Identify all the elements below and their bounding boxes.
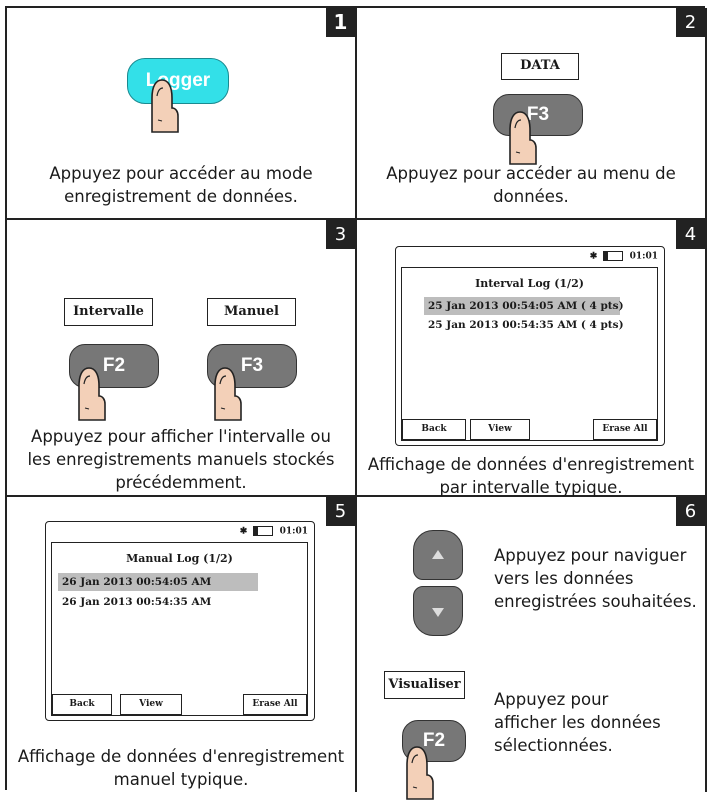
caption-line: Appuyez pour afficher l'intervalle ou bbox=[31, 427, 331, 446]
manuel-softkey-label: Manuel bbox=[207, 298, 296, 326]
panel-caption: Appuyez pour afficher l'intervalle ou le… bbox=[7, 425, 355, 494]
text-line: Appuyez pour naviguer bbox=[494, 546, 687, 565]
device-screen: ✱ 01:01 Manual Log (1/2) 26 Jan 2013 00:… bbox=[45, 521, 315, 721]
panel-number: 4 bbox=[676, 220, 705, 249]
finger-icon bbox=[78, 367, 106, 421]
log-list: Interval Log (1/2) 25 Jan 2013 00:54:05 … bbox=[401, 267, 658, 441]
panel-1: 1 Logger Appuyez pour accéder au mode en… bbox=[7, 8, 357, 220]
data-softkey-label: DATA bbox=[501, 53, 579, 80]
finger-icon bbox=[151, 79, 179, 133]
caption-line: précédemment. bbox=[115, 473, 247, 492]
log-entry[interactable]: 25 Jan 2013 00:54:35 AM ( 4 pts) bbox=[428, 319, 624, 331]
device-screen: ✱ 01:01 Interval Log (1/2) 25 Jan 2013 0… bbox=[395, 246, 665, 446]
panel-caption: Affichage de données d'enregistrement pa… bbox=[357, 453, 705, 499]
f2-key-label: F2 bbox=[422, 730, 446, 751]
navigation-instructions: Appuyez pour naviguer vers les données e… bbox=[494, 544, 697, 613]
back-softkey[interactable]: Back bbox=[52, 694, 112, 715]
caption-line: enregistrement de données. bbox=[64, 187, 298, 206]
status-bar: ✱ 01:01 bbox=[590, 251, 658, 262]
text-line: Appuyez pour bbox=[494, 690, 609, 709]
finger-icon bbox=[214, 367, 242, 421]
triangle-down-icon bbox=[432, 608, 444, 617]
erase-all-softkey[interactable]: Erase All bbox=[243, 694, 307, 715]
f3-key[interactable]: F3 bbox=[493, 94, 583, 136]
caption-line: les enregistrements manuels stockés bbox=[27, 450, 335, 469]
panel-caption: Appuyez pour accéder au mode enregistrem… bbox=[7, 162, 355, 208]
panel-2: 2 DATA F3 Appuyez pour accéder au menu d… bbox=[357, 8, 707, 220]
log-entry-selected[interactable]: 26 Jan 2013 00:54:05 AM bbox=[58, 573, 258, 591]
erase-all-softkey[interactable]: Erase All bbox=[593, 419, 657, 440]
intervalle-softkey-label: Intervalle bbox=[64, 298, 153, 326]
clock: 01:01 bbox=[629, 251, 658, 262]
back-softkey[interactable]: Back bbox=[402, 419, 466, 440]
text-line: afficher les données bbox=[494, 713, 661, 732]
caption-line: données. bbox=[493, 187, 569, 206]
view-instructions: Appuyez pour afficher les données sélect… bbox=[494, 688, 661, 757]
battery-icon bbox=[603, 251, 624, 261]
text-line: vers les données bbox=[494, 569, 634, 588]
caption-line: par intervalle typique. bbox=[439, 478, 623, 497]
view-softkey[interactable]: View bbox=[470, 419, 530, 440]
f2-key-label: F2 bbox=[102, 355, 126, 376]
panel-number: 1 bbox=[326, 8, 355, 37]
log-entry-selected[interactable]: 25 Jan 2013 00:54:05 AM ( 4 pts) bbox=[424, 297, 624, 315]
view-softkey[interactable]: View bbox=[120, 694, 182, 715]
caption-line: Appuyez pour accéder au mode bbox=[49, 164, 313, 183]
instruction-grid: 1 Logger Appuyez pour accéder au mode en… bbox=[5, 6, 707, 800]
f3-key-label: F3 bbox=[526, 104, 550, 125]
panel-number: 3 bbox=[326, 220, 355, 249]
log-title: Interval Log (1/2) bbox=[475, 277, 584, 290]
caption-line: Affichage de données d'enregistrement bbox=[17, 747, 345, 766]
triangle-up-icon bbox=[432, 550, 444, 559]
panel-number: 6 bbox=[676, 497, 705, 526]
panel-3: 3 Intervalle Manuel F2 F3 Appuyez pour a… bbox=[7, 220, 357, 497]
panel-6: 6 Appuyez pour naviguer vers les données… bbox=[357, 497, 707, 800]
clock: 01:01 bbox=[279, 526, 308, 537]
visualiser-softkey-label: Visualiser bbox=[384, 671, 465, 699]
finger-icon bbox=[406, 746, 434, 800]
panel-caption: Appuyez pour accéder au menu de données. bbox=[357, 162, 705, 208]
log-list: Manual Log (1/2) 26 Jan 2013 00:54:05 AM… bbox=[51, 542, 308, 716]
down-arrow-key[interactable] bbox=[413, 586, 463, 636]
battery-icon bbox=[253, 526, 274, 536]
bluetooth-icon: ✱ bbox=[239, 526, 248, 537]
text-line: enregistrées souhaitées. bbox=[494, 592, 697, 611]
status-bar: ✱ 01:01 bbox=[240, 526, 308, 537]
panel-4: 4 ✱ 01:01 Interval Log (1/2) 25 Jan 2013… bbox=[357, 220, 707, 497]
caption-line: Affichage de données d'enregistrement bbox=[367, 455, 695, 474]
panel-number: 5 bbox=[326, 497, 355, 526]
finger-icon bbox=[509, 111, 537, 165]
panel-number: 2 bbox=[676, 8, 705, 37]
log-entry[interactable]: 26 Jan 2013 00:54:35 AM bbox=[62, 596, 212, 608]
up-arrow-key[interactable] bbox=[413, 530, 463, 580]
bluetooth-icon: ✱ bbox=[589, 251, 598, 262]
log-title: Manual Log (1/2) bbox=[126, 552, 233, 565]
panel-caption: Affichage de données d'enregistrement ma… bbox=[7, 745, 355, 791]
text-line: sélectionnées. bbox=[494, 736, 613, 755]
caption-line: Appuyez pour accéder au menu de bbox=[386, 164, 676, 183]
panel-5: 5 ✱ 01:01 Manual Log (1/2) 26 Jan 2013 0… bbox=[7, 497, 357, 792]
f3-key-label: F3 bbox=[240, 355, 264, 376]
caption-line: manuel typique. bbox=[113, 770, 249, 789]
